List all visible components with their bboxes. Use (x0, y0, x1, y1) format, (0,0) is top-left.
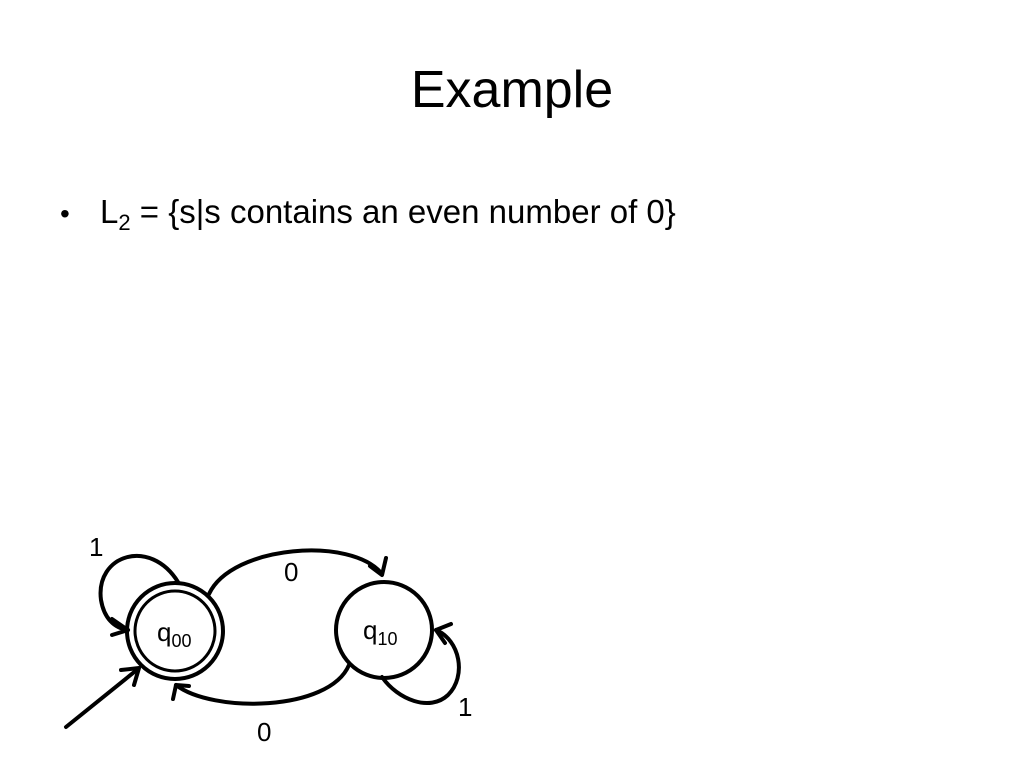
bullet-marker: • (60, 198, 70, 229)
language-definition: = {s|s contains an even number of 0} (130, 193, 676, 230)
language-name: L (100, 193, 119, 230)
q10-self-loop-label: 1 (458, 692, 472, 722)
start-arrow (64, 667, 140, 729)
bullet-item: • L2 = {s|s contains an even number of 0… (60, 192, 676, 236)
q10-to-q00-arrowhead (171, 683, 191, 701)
q00-to-q10-arrowhead (368, 556, 388, 577)
q00-self-loop-label: 1 (89, 532, 103, 562)
q10-self-loop (380, 628, 461, 705)
state-q10 (334, 580, 434, 680)
state-q00-label: q00 (157, 617, 192, 651)
q10-self-loop-arrowhead (434, 622, 453, 645)
state-q10-label: q10 (363, 615, 398, 649)
q00-self-loop (98, 553, 180, 632)
start-arrowhead (119, 666, 141, 687)
state-q00-inner-ring (133, 589, 217, 673)
q10-to-q00-label: 0 (257, 717, 271, 747)
q00-to-q10-edge (207, 548, 384, 596)
slide-title: Example (410, 61, 614, 119)
language-subscript: 2 (118, 210, 131, 235)
q10-to-q00-edge (174, 663, 351, 706)
bullet-text: L2 = {s|s contains an even number of 0} (100, 192, 676, 236)
q00-to-q10-label: 0 (284, 557, 298, 587)
state-q00-outer-ring (125, 581, 225, 681)
